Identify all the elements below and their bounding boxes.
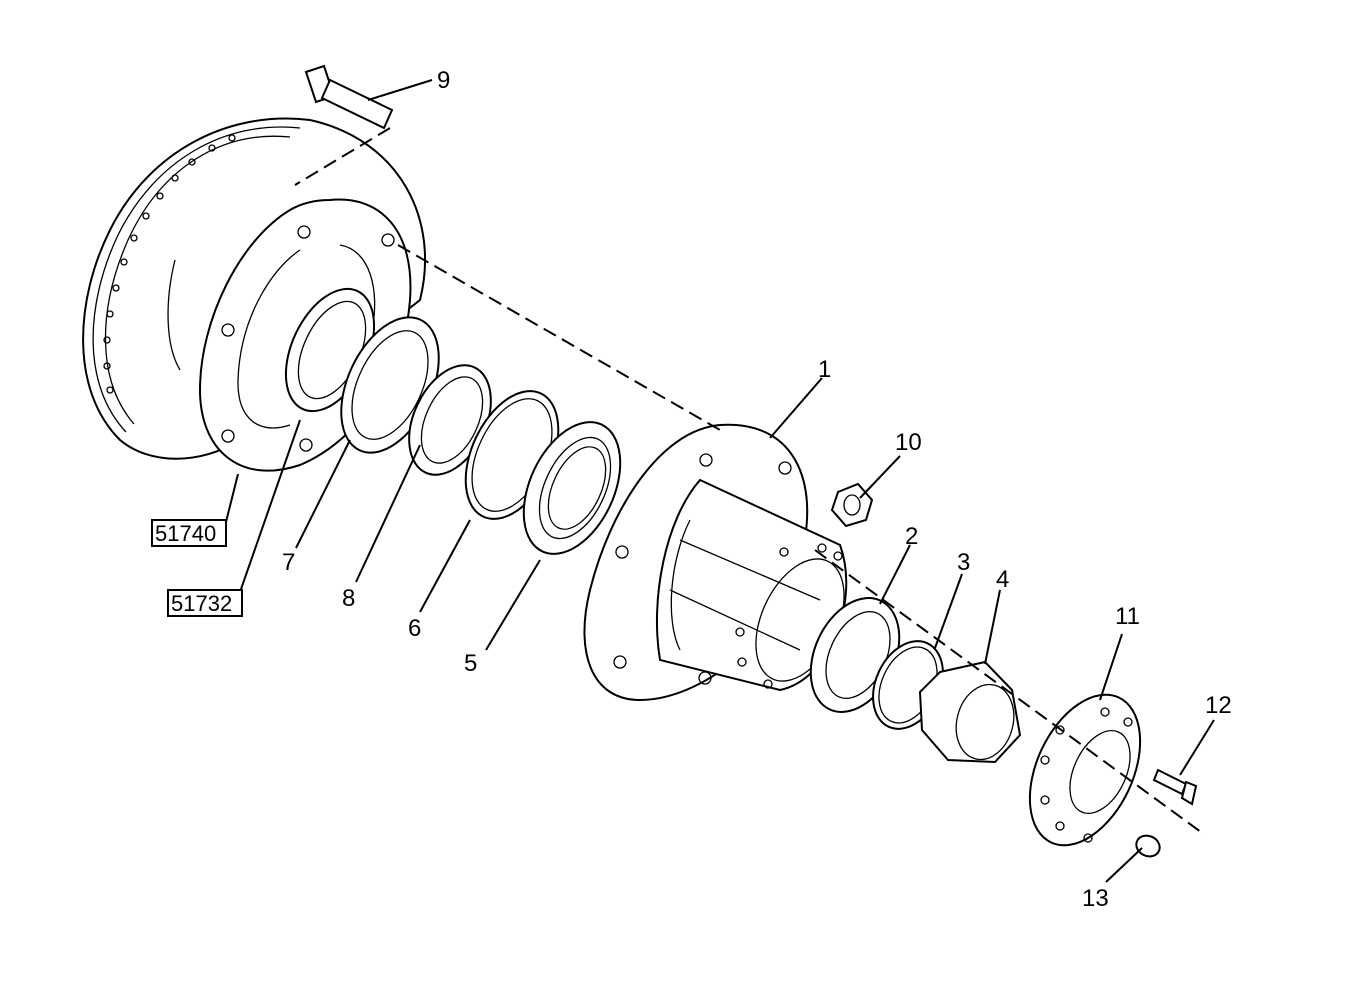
cap-screw	[1152, 768, 1198, 806]
callout-12: 12	[1205, 692, 1232, 719]
callout-9: 9	[437, 67, 450, 94]
reference-51732-label: 51732	[171, 591, 232, 616]
callout-4: 4	[996, 566, 1009, 593]
callout-3: 3	[957, 549, 970, 576]
disc-vent-holes	[103, 134, 236, 394]
reference-51732: 51732	[167, 589, 243, 617]
callout-13: 13	[1082, 885, 1109, 912]
callout-8: 8	[342, 585, 355, 612]
leader-lines	[225, 79, 1215, 883]
callout-11: 11	[1115, 603, 1140, 630]
reference-51740-label: 51740	[155, 521, 216, 546]
hub-nut	[918, 660, 1022, 764]
reference-51740: 51740	[151, 519, 227, 547]
assembly-axes	[294, 127, 1206, 836]
callout-2: 2	[905, 523, 918, 550]
tapered-roller-bearing	[522, 421, 622, 555]
wheel-hub	[583, 423, 848, 702]
callout-5: 5	[464, 650, 477, 677]
plug	[1135, 834, 1161, 858]
callout-6: 6	[408, 615, 421, 642]
callouts: 1 2 3 4 5 6 7 8 9 10 11 12 13	[282, 67, 1232, 912]
callout-1: 1	[818, 356, 831, 383]
hub-cap	[1028, 693, 1142, 847]
callout-7: 7	[282, 549, 295, 576]
callout-10: 10	[895, 429, 922, 456]
